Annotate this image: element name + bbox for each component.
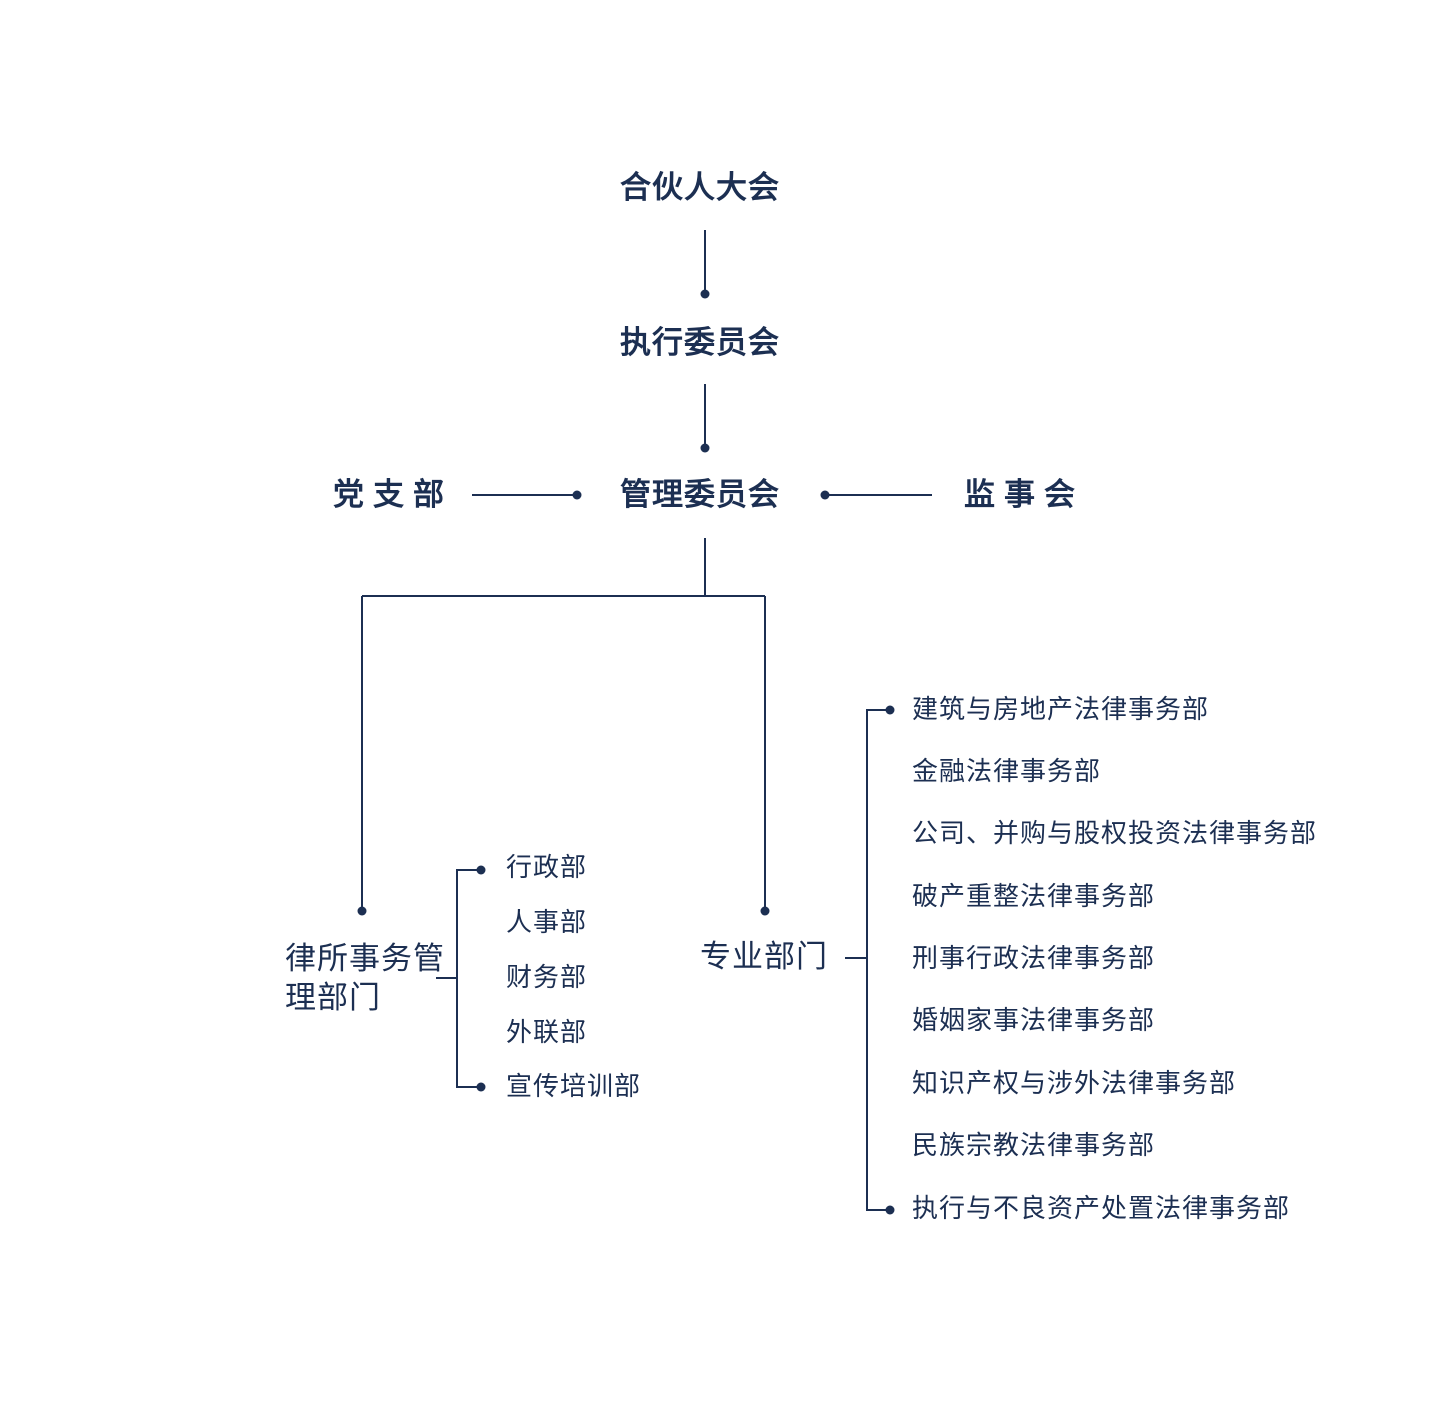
connector-dot-admin-departments xyxy=(357,906,367,916)
admin-sub-department: 宣传培训部 xyxy=(506,1072,642,1102)
node-management-committee: 管理委员会 xyxy=(620,477,780,513)
node-party-branch: 党支部 xyxy=(333,477,453,513)
professional-sub-department: 民族宗教法律事务部 xyxy=(912,1131,1156,1161)
connector-dot-executive xyxy=(700,289,710,299)
connector-dot-management xyxy=(700,443,710,453)
professional-sub-department: 婚姻家事法律事务部 xyxy=(912,1006,1156,1036)
admin-sub-department: 行政部 xyxy=(506,853,588,883)
admin-sub-department: 财务部 xyxy=(506,963,588,993)
connector-dot-admin-first xyxy=(476,865,486,875)
connector-dot-supervisory-board xyxy=(820,490,830,500)
professional-sub-department: 金融法律事务部 xyxy=(912,757,1102,787)
node-supervisory-board: 监事会 xyxy=(964,477,1084,513)
node-executive-committee: 执行委员会 xyxy=(620,325,780,361)
connector-professional-bracket xyxy=(866,709,890,1211)
admin-sub-department: 外联部 xyxy=(506,1018,588,1048)
professional-sub-department: 公司、并购与股权投资法律事务部 xyxy=(912,819,1318,849)
connector-admin-bracket xyxy=(456,869,481,1088)
node-partners-meeting: 合伙人大会 xyxy=(620,170,780,206)
professional-sub-department: 破产重整法律事务部 xyxy=(912,882,1156,912)
node-admin-departments: 律所事务管理部门 xyxy=(285,941,445,1016)
connector-dot-professional-last xyxy=(885,1205,895,1215)
connector-dot-party-branch xyxy=(572,490,582,500)
connector-dot-professional-departments xyxy=(760,906,770,916)
professional-sub-department: 执行与不良资产处置法律事务部 xyxy=(912,1194,1291,1224)
professional-sub-department: 建筑与房地产法律事务部 xyxy=(912,695,1210,725)
professional-sub-department: 刑事行政法律事务部 xyxy=(912,944,1156,974)
node-professional-departments: 专业部门 xyxy=(700,939,828,975)
admin-sub-department: 人事部 xyxy=(506,908,588,938)
connector-dot-admin-last xyxy=(476,1082,486,1092)
professional-sub-department: 知识产权与涉外法律事务部 xyxy=(912,1069,1237,1099)
connector-dot-professional-first xyxy=(885,705,895,715)
